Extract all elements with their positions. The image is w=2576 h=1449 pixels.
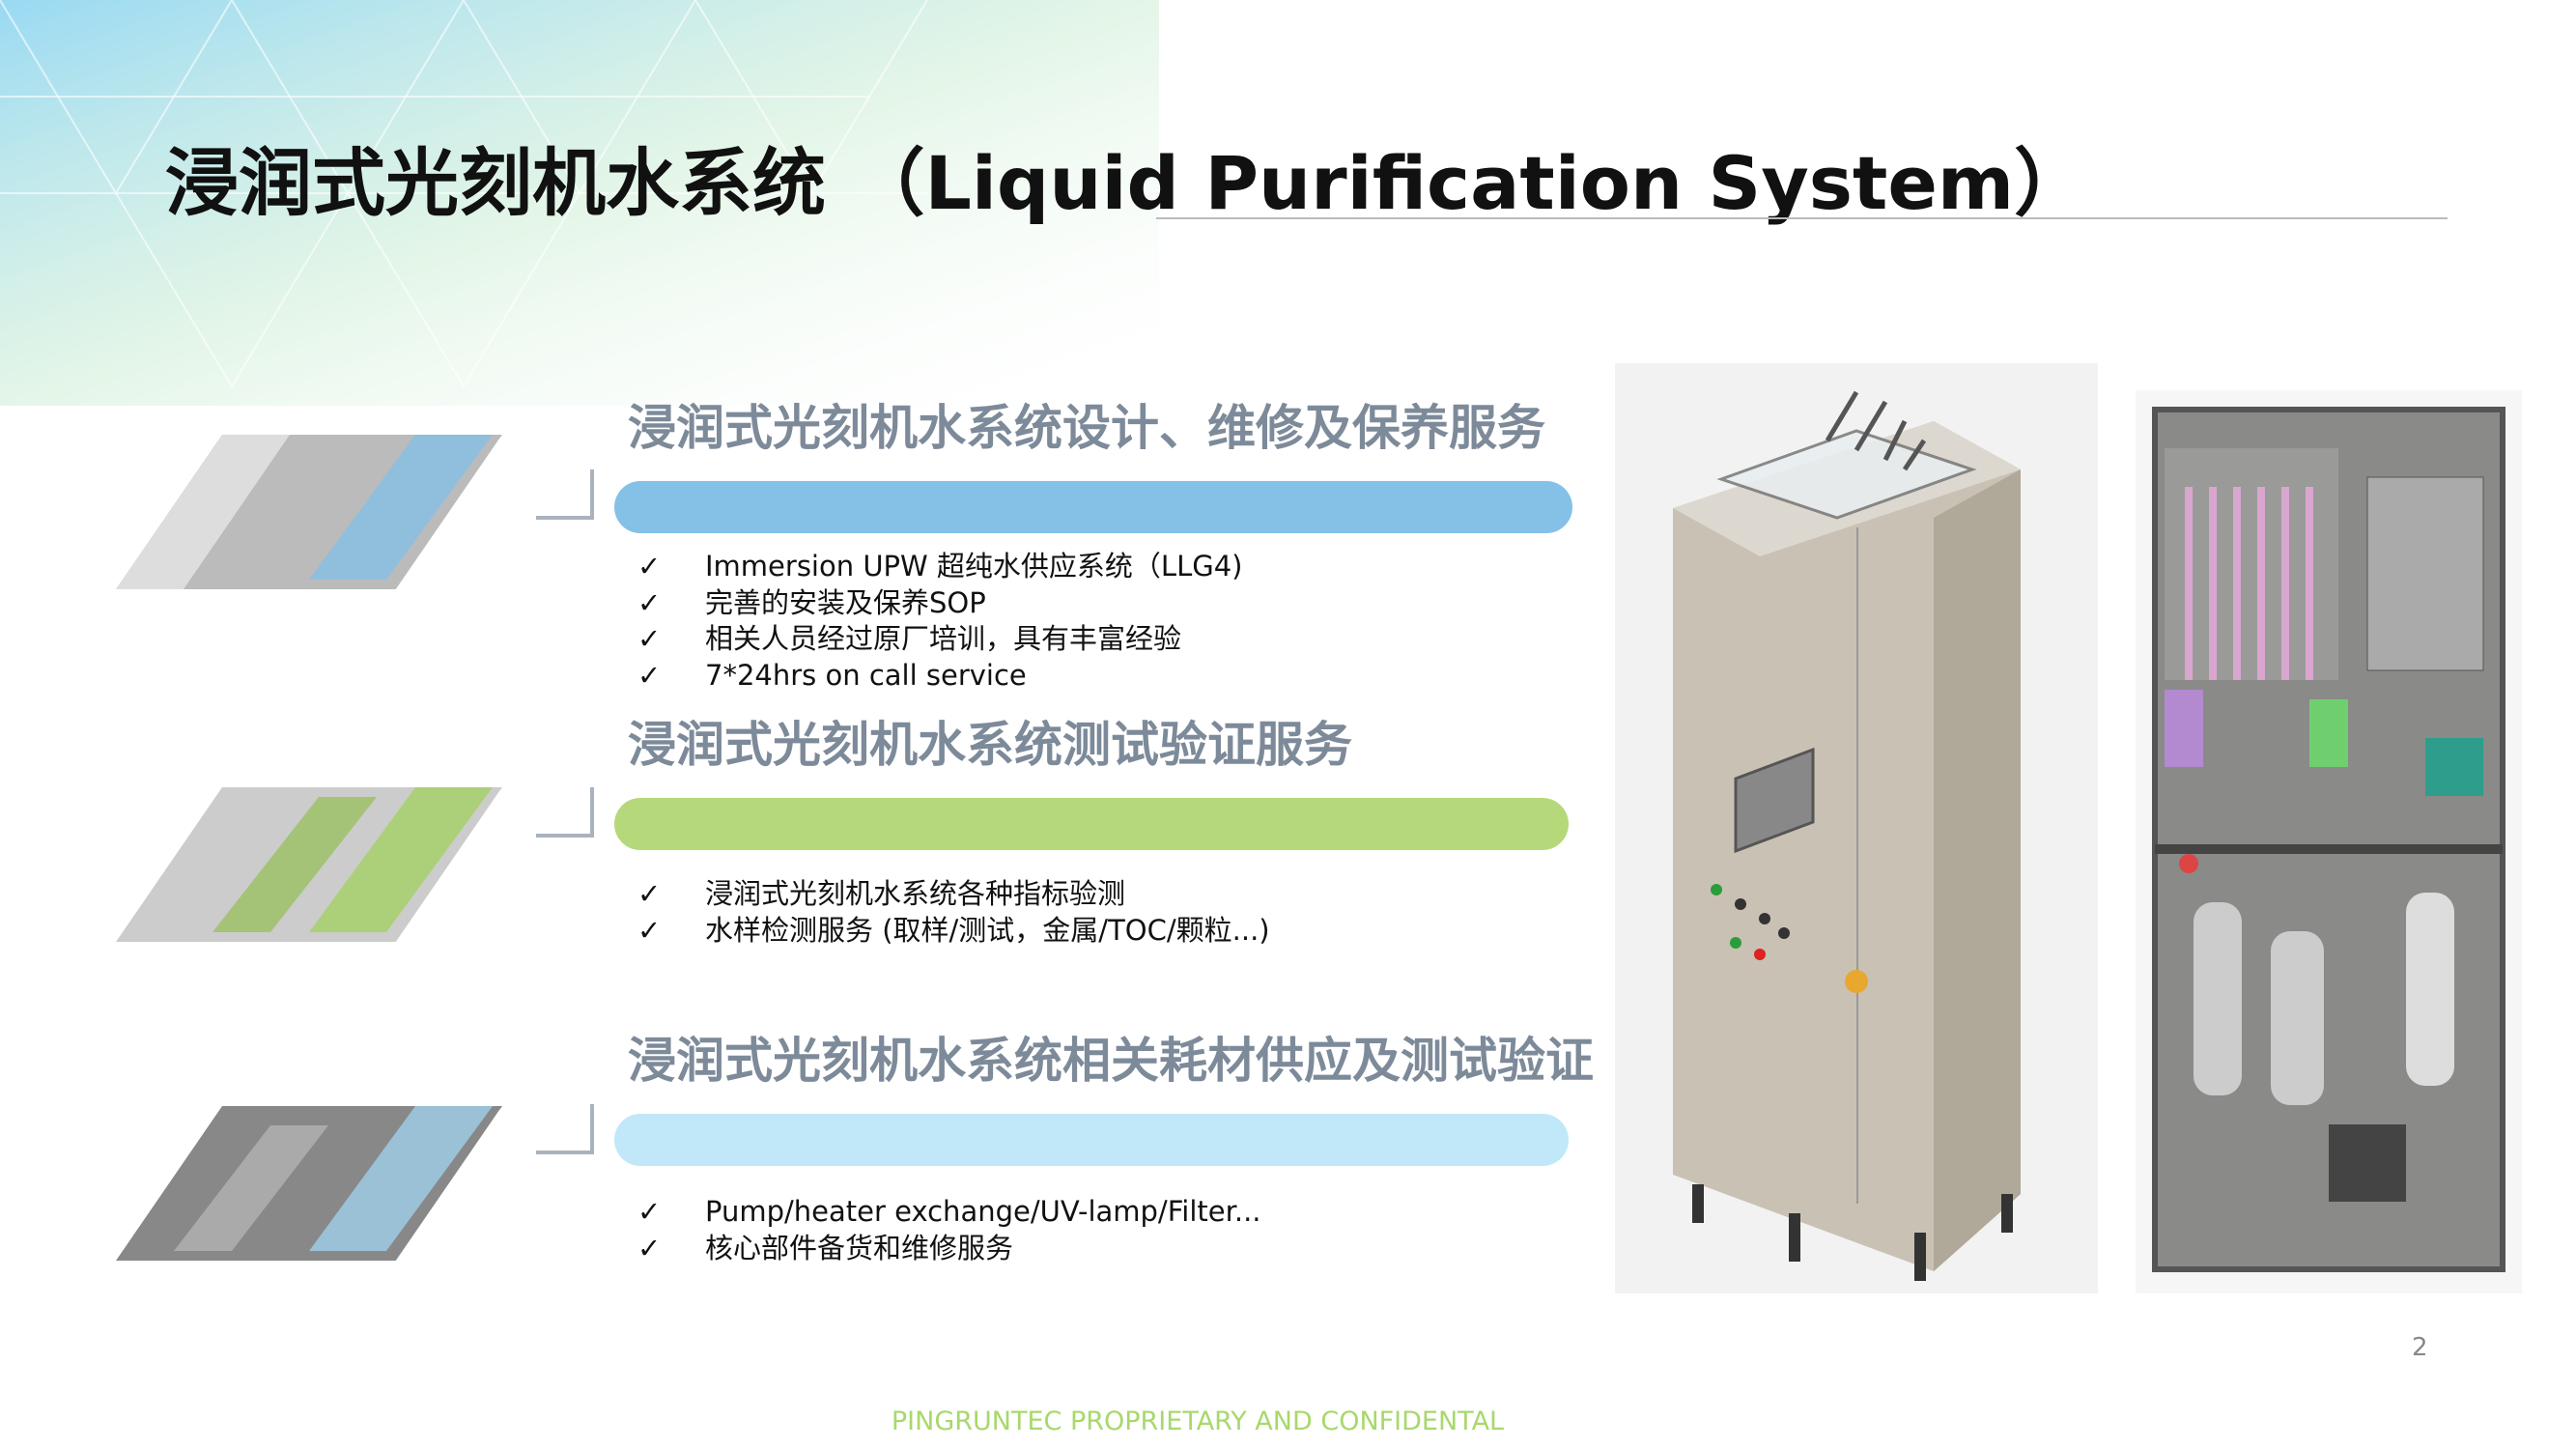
list-item: ✓相关人员经过原厂培训，具有丰富经验 bbox=[637, 621, 1242, 658]
section-heading-consumables: 浸润式光刻机水系统相关耗材供应及测试验证 bbox=[628, 1033, 1594, 1089]
background-triangle-pattern bbox=[0, 0, 1159, 406]
check-icon: ✓ bbox=[637, 585, 662, 619]
connector-bracket bbox=[536, 787, 594, 838]
check-icon: ✓ bbox=[637, 550, 662, 582]
bullet-list-consumables: ✓Pump/heater exchange/UV-lamp/Filter... … bbox=[637, 1194, 1261, 1266]
title-underline bbox=[1156, 217, 2448, 219]
water-system-interior-image bbox=[2136, 390, 2522, 1293]
list-item: ✓完善的安装及保养SOP bbox=[637, 585, 1242, 622]
page-number: 2 bbox=[2412, 1333, 2428, 1362]
section-bar-green bbox=[614, 798, 1569, 850]
check-icon: ✓ bbox=[637, 1231, 662, 1264]
list-item: ✓核心部件备货和维修服务 bbox=[637, 1231, 1261, 1267]
list-item: ✓Immersion UPW 超纯水供应系统（LLG4) bbox=[637, 549, 1242, 585]
decorative-skyline-image bbox=[116, 1106, 505, 1268]
water-system-cabinet-image bbox=[1615, 363, 2098, 1293]
list-item: ✓Pump/heater exchange/UV-lamp/Filter... bbox=[637, 1194, 1261, 1231]
section-heading-testing: 浸润式光刻机水系统测试验证服务 bbox=[628, 717, 1352, 773]
decorative-sky-image bbox=[116, 435, 505, 597]
decorative-city-image bbox=[116, 787, 505, 950]
section-bar-light-blue bbox=[614, 1114, 1569, 1166]
section-heading-design-maintenance: 浸润式光刻机水系统设计、维修及保养服务 bbox=[628, 400, 1545, 456]
check-icon: ✓ bbox=[637, 913, 662, 947]
list-item: ✓7*24hrs on call service bbox=[637, 658, 1242, 695]
list-item: ✓水样检测服务 (取样/测试，金属/TOC/颗粒...) bbox=[637, 913, 1270, 950]
connector-bracket bbox=[536, 469, 594, 520]
footer-confidentiality-notice: PINGRUNTEC PROPRIETARY AND CONFIDENTAL bbox=[891, 1406, 1505, 1436]
page-title: 浸润式光刻机水系统 （Liquid Purification System） bbox=[165, 140, 2088, 226]
check-icon: ✓ bbox=[637, 622, 662, 655]
check-icon: ✓ bbox=[637, 1195, 662, 1228]
bullet-list-design-maintenance: ✓Immersion UPW 超纯水供应系统（LLG4) ✓完善的安装及保养SO… bbox=[637, 549, 1242, 694]
check-icon: ✓ bbox=[637, 877, 662, 910]
check-icon: ✓ bbox=[637, 658, 662, 692]
list-item: ✓浸润式光刻机水系统各种指标验测 bbox=[637, 876, 1270, 913]
connector-bracket bbox=[536, 1104, 594, 1154]
bullet-list-testing: ✓浸润式光刻机水系统各种指标验测 ✓水样检测服务 (取样/测试，金属/TOC/颗… bbox=[637, 876, 1270, 949]
section-bar-blue bbox=[614, 481, 1572, 533]
